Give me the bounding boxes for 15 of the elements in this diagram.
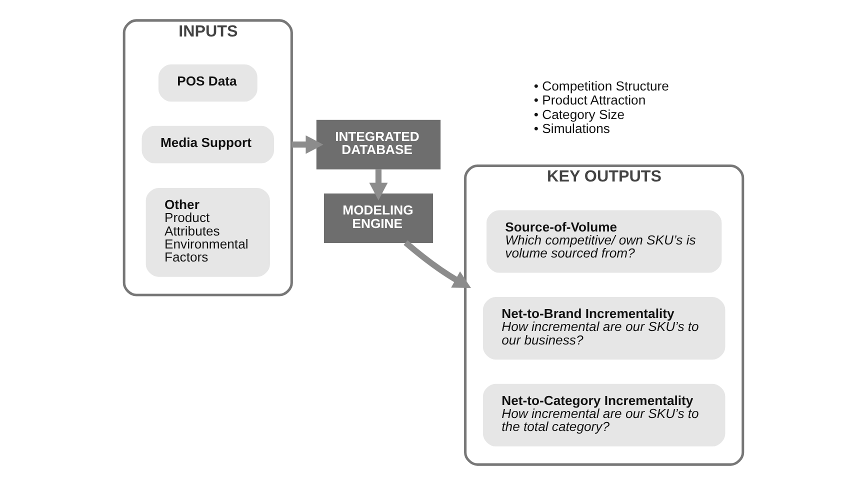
node-box: Media Support (142, 126, 274, 164)
node-box: Other Product Attributes Environmental Factors (146, 188, 270, 277)
arrow (292, 135, 324, 154)
node-label: • Product Attraction (534, 92, 646, 108)
node-label: • Category Size (534, 106, 625, 122)
node-box: Net-to-Category Incrementality How incremental are our SKU’s to the total category? (482, 384, 726, 446)
node-box: POS Data (158, 64, 258, 102)
node-box: Net-to-Brand Incrementality How incremental are our SKU’s to our business? (482, 297, 726, 360)
node-box: Source-of-Volume Which competitive/ own SKU’s is volume sourced from? (486, 210, 722, 273)
arrow (404, 240, 471, 288)
arrow (369, 169, 388, 200)
node-label: • Simulations (534, 120, 610, 136)
node-box: MODELING ENGINE (324, 194, 433, 243)
node-box: INTEGRATED DATABASE (316, 120, 441, 170)
node-label: • Competition Structure (534, 78, 669, 94)
